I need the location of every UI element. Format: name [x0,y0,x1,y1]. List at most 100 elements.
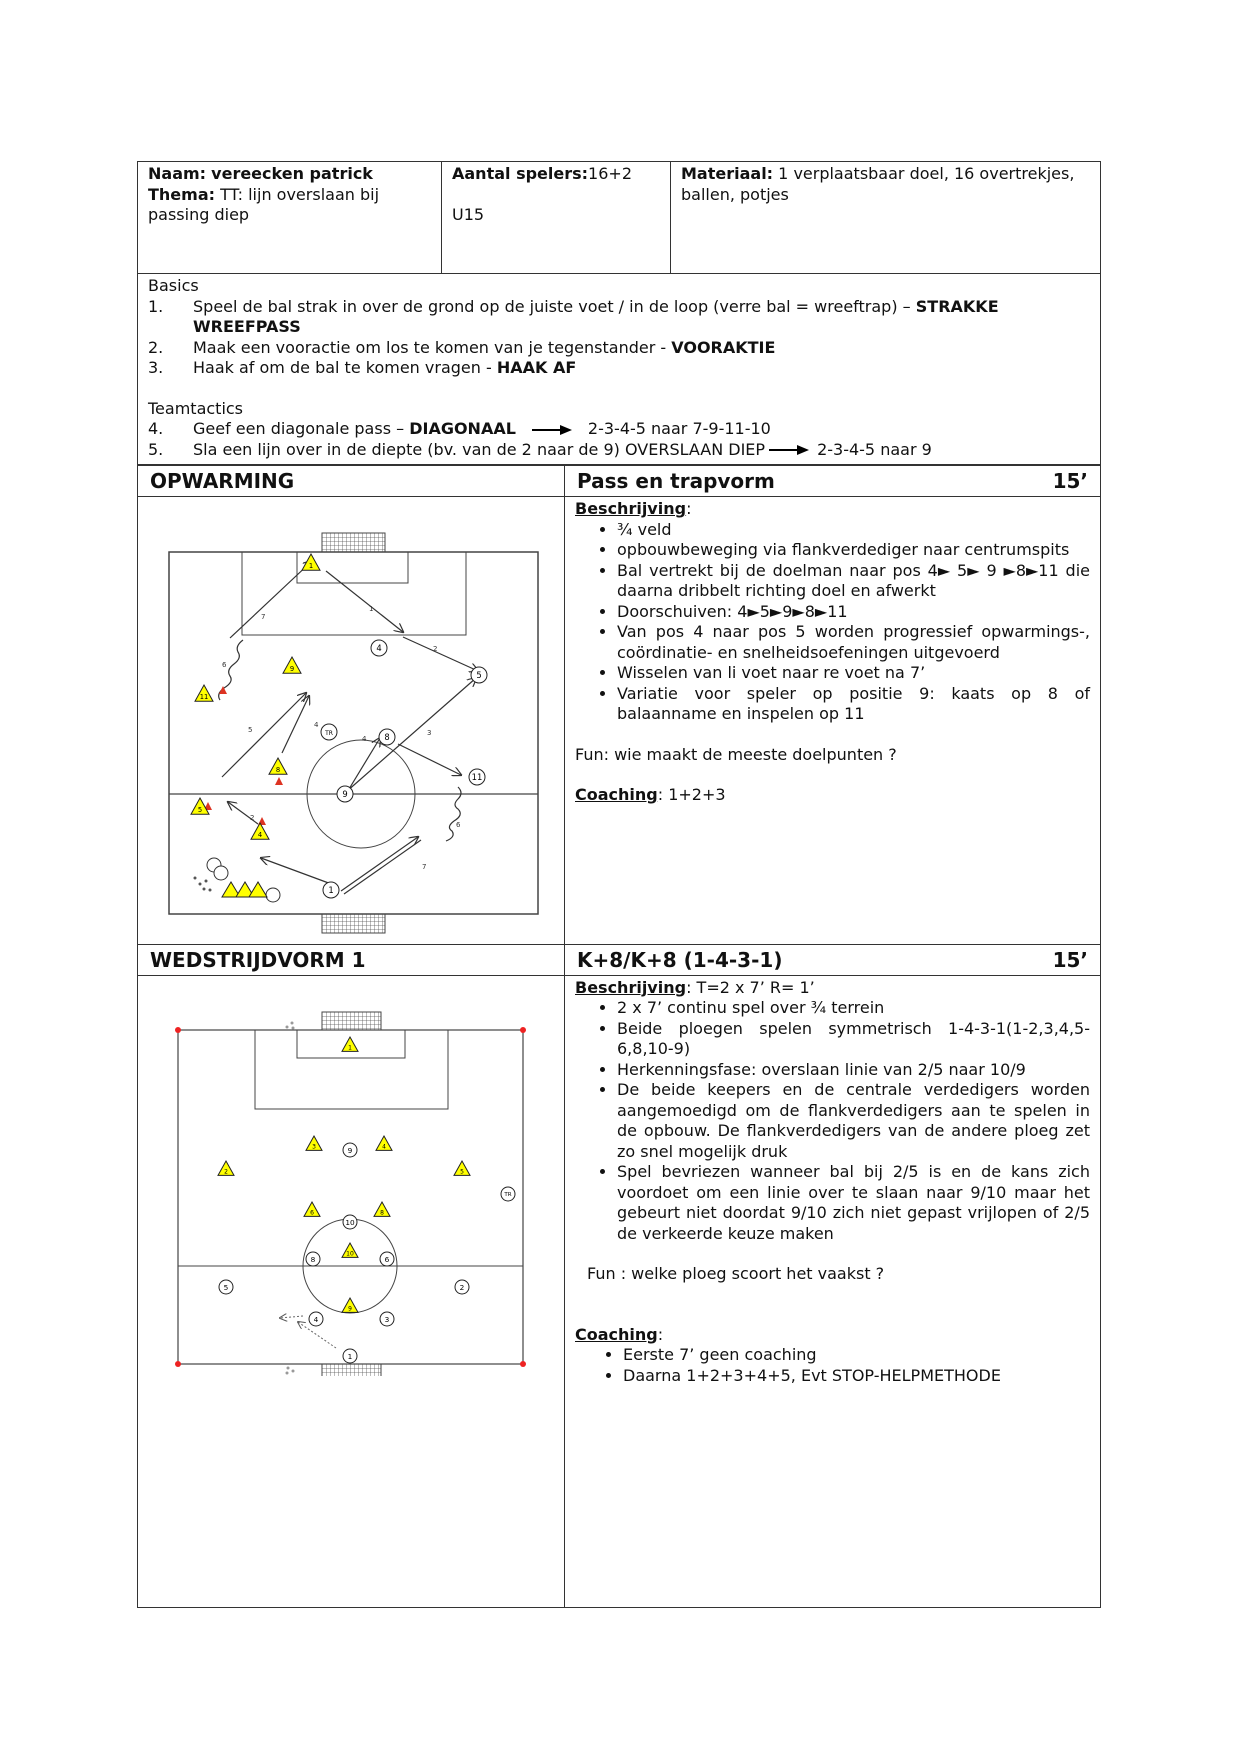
player-circle [342,1348,358,1363]
arrow-right-icon [769,445,810,455]
player-triangle [375,1134,393,1151]
player-triangle [250,821,270,840]
players-label: Aantal spelers: [452,164,589,183]
section2-fun: Fun : welke ploeg scoort het vaakst ? [587,1264,885,1283]
svg-text:2: 2 [433,645,437,653]
player-triangle [341,1296,359,1313]
section1-duration: 15’ [1052,469,1088,493]
player-circle-label: 11 [472,772,483,782]
player-circle [342,1214,358,1229]
bullet-item: De beide keepers en de centrale verdedig… [617,1080,1090,1162]
player-triangle [268,756,288,775]
player-circle-label: 8 [311,1254,316,1263]
bullet-item: Daarna 1+2+3+4+5, Evt STOP-HELPMETHODE [623,1366,1090,1387]
player-triangle-label: 6 [310,1209,314,1216]
player-triangle-label: 4 [382,1143,386,1150]
bullet-item: Herkenningsfase: overslaan linie van 2/5… [617,1060,1090,1081]
section2-title: K+8/K+8 (1-4-3-1) [577,947,783,972]
bullet-item: opbouwbeweging via flankverdediger naar … [617,540,1090,561]
material-value: 1 verplaatsbaar doel, 16 overtrekjes, ba… [681,164,1075,204]
section2-diagram-cell: 1 3 4 2 5 6 8 10 9 9 10 8 6 5 2 4 3 1 TR [137,974,565,1608]
goal-bottom [321,1363,382,1382]
player-triangle [303,1200,321,1217]
player-triangle-label: 5 [460,1168,464,1175]
player-circle [470,666,488,684]
match-diagram: 1 3 4 2 5 6 8 10 9 9 10 8 6 5 2 4 3 1 TR [175,1011,526,1382]
theme-value: TT: lijn overslaan bij passing diep [148,184,380,225]
player-triangle-label: 8 [276,766,280,774]
players-value: 16+2 [588,164,632,183]
player-circle [336,785,354,803]
player-triangle [305,1134,323,1151]
player-triangle [194,683,214,702]
goal-area [296,1029,406,1058]
goal-area [296,551,409,584]
svg-text:3: 3 [427,729,431,737]
svg-text:2: 2 [250,814,254,822]
section2-left-title: WEDSTRIJDVORM 1 [137,943,565,976]
player-circle [342,1142,358,1157]
player-circle-label: 10 [345,1217,355,1226]
player-circle [322,881,340,899]
arrow-right-icon [531,424,572,435]
svg-text:4: 4 [362,735,367,743]
section1-diagram-cell: 7 1 2 6 5 4 4 3 2 6 7 [137,496,565,945]
svg-text:7: 7 [422,863,426,871]
player-circle-label: 6 [385,1254,390,1263]
bullet-item: Van pos 4 naar pos 5 worden progressief … [617,622,1090,663]
player-circle-label: 9 [342,789,347,799]
player-triangle-label: 10 [346,1250,354,1257]
balls [206,857,281,903]
players-cell: Aantal spelers:16+2 U15 [441,161,671,274]
player-triangles: 1 3 4 2 5 6 8 10 9 [217,1035,471,1313]
svg-text:5: 5 [248,726,252,734]
teamtactics-title: Teamtactics [148,398,244,418]
player-triangle-label: 1 [309,562,313,570]
header-table: Naam: vereecken patrick Thema: TT: lijn … [137,161,1101,465]
basics-item: 2.Maak een vooractie om los te komen van… [148,337,776,357]
svg-text:1: 1 [369,605,373,613]
player-triangle-label: 8 [380,1209,384,1216]
player-circle [378,728,396,746]
pitch-outline [168,551,539,915]
bullet-item: Beide ploegen spelen symmetrisch 1-4-3-1… [617,1019,1090,1060]
bullet-item: Spel bevriezen wanneer bal bij 2/5 is en… [617,1162,1090,1244]
player-circle [454,1279,470,1294]
player-circle-label: 2 [460,1282,465,1291]
goal-top [321,1011,382,1030]
goal-bottom [321,913,386,934]
player-triangle-label: 1 [348,1044,352,1051]
cone-triangles [221,881,268,898]
basics-title: Basics [148,276,199,295]
player-triangle-label: 3 [312,1143,316,1150]
tr-marker: TR [320,723,338,741]
player-circle-label: 8 [384,732,389,742]
basics-cell: Basics 1.Speel de bal strak in over de g… [137,273,1101,465]
name-label: Naam: [148,164,207,183]
player-triangle [282,655,302,674]
center-circle [306,739,416,849]
desc-label: Beschrijving [575,499,687,518]
basics-item: 3.Haak af om de bal te komen vragen - HA… [148,358,577,377]
svg-text:6: 6 [222,661,227,669]
player-circle-label: 4 [314,1314,319,1323]
player-triangle-label: 4 [258,831,262,839]
desc-label: Beschrijving [575,977,687,997]
player-triangle-label: 9 [348,1305,352,1312]
goal-top [321,532,386,553]
player-circle-label: 1 [328,885,333,895]
coaching-value: 1+2+3 [668,785,726,804]
bullet-item: Wisselen van li voet naar re voet na 7’ [617,663,1090,684]
name-value: vereecken patrick [211,164,373,183]
session-sheet: Naam: vereecken patrick Thema: TT: lijn … [137,161,1101,1608]
theme-label: Thema: [148,184,216,204]
corner-markers [175,1026,526,1367]
svg-text:TR: TR [503,1192,511,1198]
